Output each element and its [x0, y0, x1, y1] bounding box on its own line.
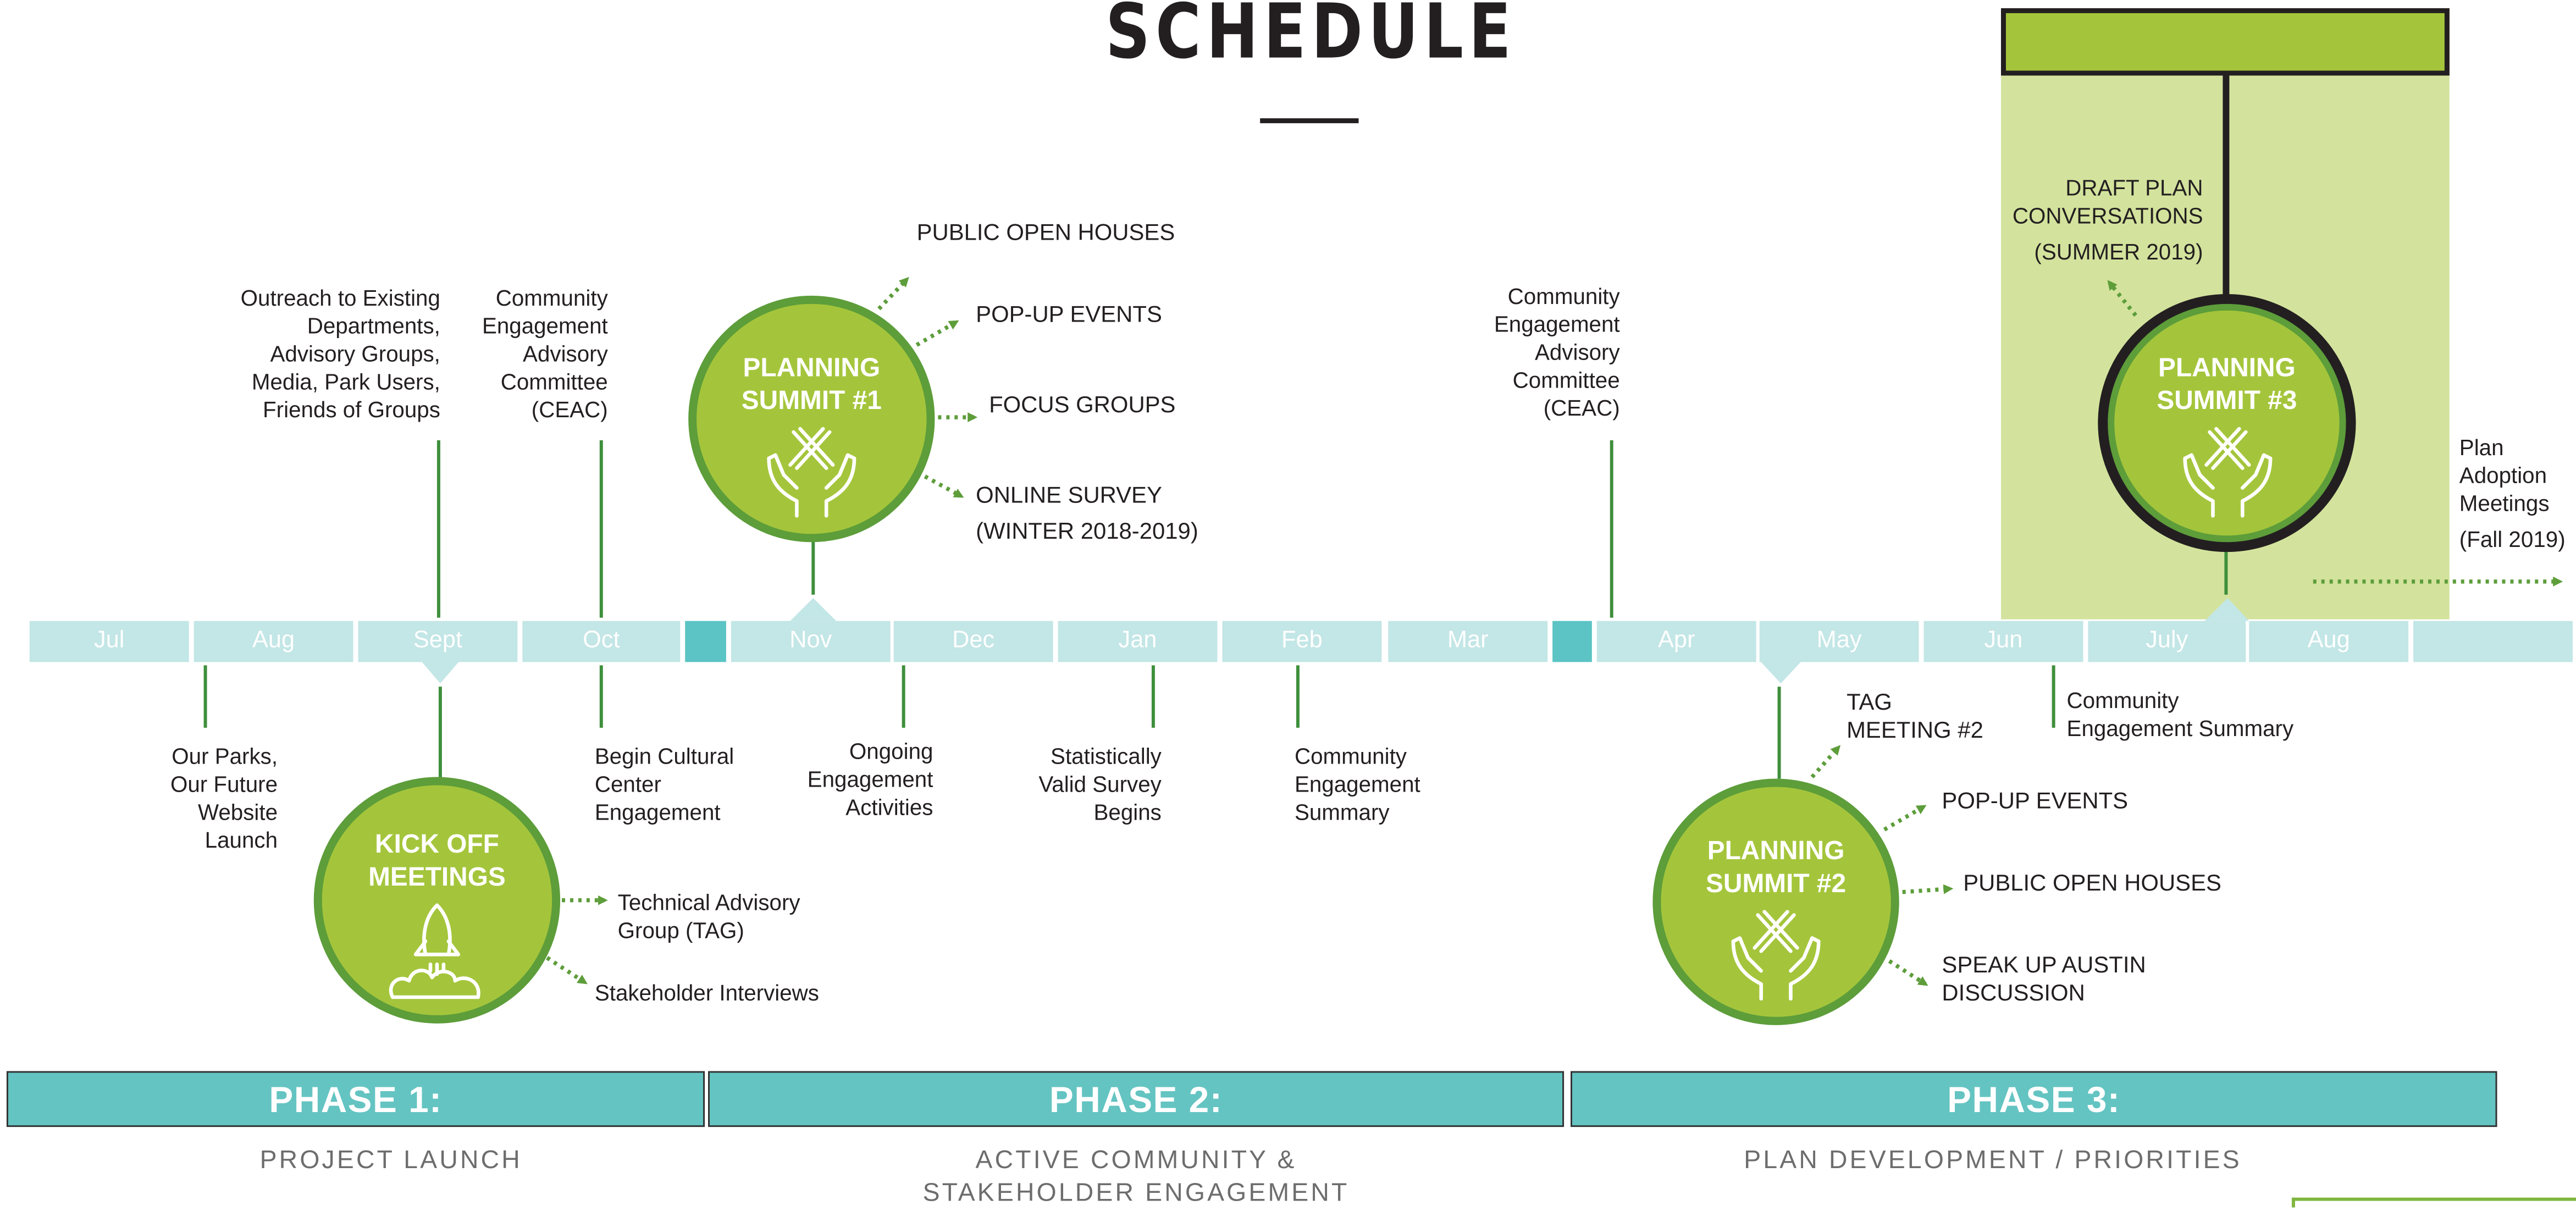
cultural-connector	[599, 665, 603, 728]
month-blank	[2413, 621, 2573, 662]
timeline-marker	[685, 621, 726, 662]
summit3-stem	[2223, 75, 2230, 297]
month-feb: Feb	[1222, 621, 1382, 662]
pencil-ruler-hands-icon	[1731, 910, 1821, 1000]
summary-feb-connector	[1296, 665, 1300, 728]
month-aug-2019: Aug	[2249, 621, 2409, 662]
kickoff-item: Stakeholder Interviews	[594, 981, 820, 1005]
phase-1-bar: PHASE 1:	[6, 1071, 705, 1127]
summary-jun-connector	[2052, 665, 2055, 728]
summit1-item: ONLINE SURVEY	[976, 481, 1162, 508]
month-sept: Sept	[358, 621, 518, 662]
kickoff-connector	[438, 687, 442, 779]
month-dec: Dec	[893, 621, 1053, 662]
summer-panel-header	[2000, 8, 2450, 76]
month-jul: Jul	[29, 621, 189, 662]
ceac1-connector	[599, 440, 603, 618]
month-jun: Jun	[1923, 621, 2083, 662]
page-title: SCHEDULE	[1105, 0, 1517, 76]
phase-2-subtitle: ACTIVE COMMUNITY &STAKEHOLDER ENGAGEMENT	[922, 1146, 1350, 1208]
phase-2-bar: PHASE 2:	[708, 1071, 1565, 1127]
month-july: July	[2088, 621, 2246, 662]
rocket-icon	[389, 903, 480, 999]
ceac2-connector	[1610, 440, 1613, 618]
website-connector	[203, 665, 207, 728]
month-oct: Oct	[522, 621, 681, 662]
month-mar: Mar	[1388, 621, 1548, 662]
summit2-connector	[1777, 687, 1781, 779]
summit1-date: (WINTER 2018-2019)	[976, 517, 1198, 544]
survey-connector	[1151, 665, 1155, 728]
month-jan: Jan	[1058, 621, 1218, 662]
phase-1-subtitle: PROJECT LAUNCH	[259, 1146, 522, 1175]
phase-3-bar: PHASE 3:	[1571, 1071, 2497, 1127]
title-underline	[1260, 118, 1359, 124]
pencil-ruler-hands-icon	[767, 427, 856, 518]
month-apr: Apr	[1596, 621, 1756, 662]
month-nov: Nov	[731, 621, 891, 662]
phase-3-subtitle: PLAN DEVELOPMENT / PRIORITIES	[1744, 1146, 2242, 1175]
summit1-item: POP-UP EVENTS	[976, 300, 1162, 327]
ongoing-connector	[902, 665, 905, 728]
month-may: May	[1759, 621, 1919, 662]
summit2-item: PUBLIC OPEN HOUSES	[1963, 869, 2221, 895]
summit1-connector	[811, 534, 815, 595]
month-aug: Aug	[194, 621, 353, 662]
corner-frame	[2291, 1197, 2576, 1208]
summit1-item: FOCUS GROUPS	[989, 391, 1176, 418]
summit1-item: PUBLIC OPEN HOUSES	[916, 218, 1175, 245]
summit2-item: POP-UP EVENTS	[1942, 787, 2129, 814]
outreach-connector	[436, 440, 440, 618]
timeline-marker	[1552, 621, 1592, 662]
pencil-ruler-hands-icon	[2182, 427, 2271, 518]
summit3-connector	[2224, 542, 2228, 595]
